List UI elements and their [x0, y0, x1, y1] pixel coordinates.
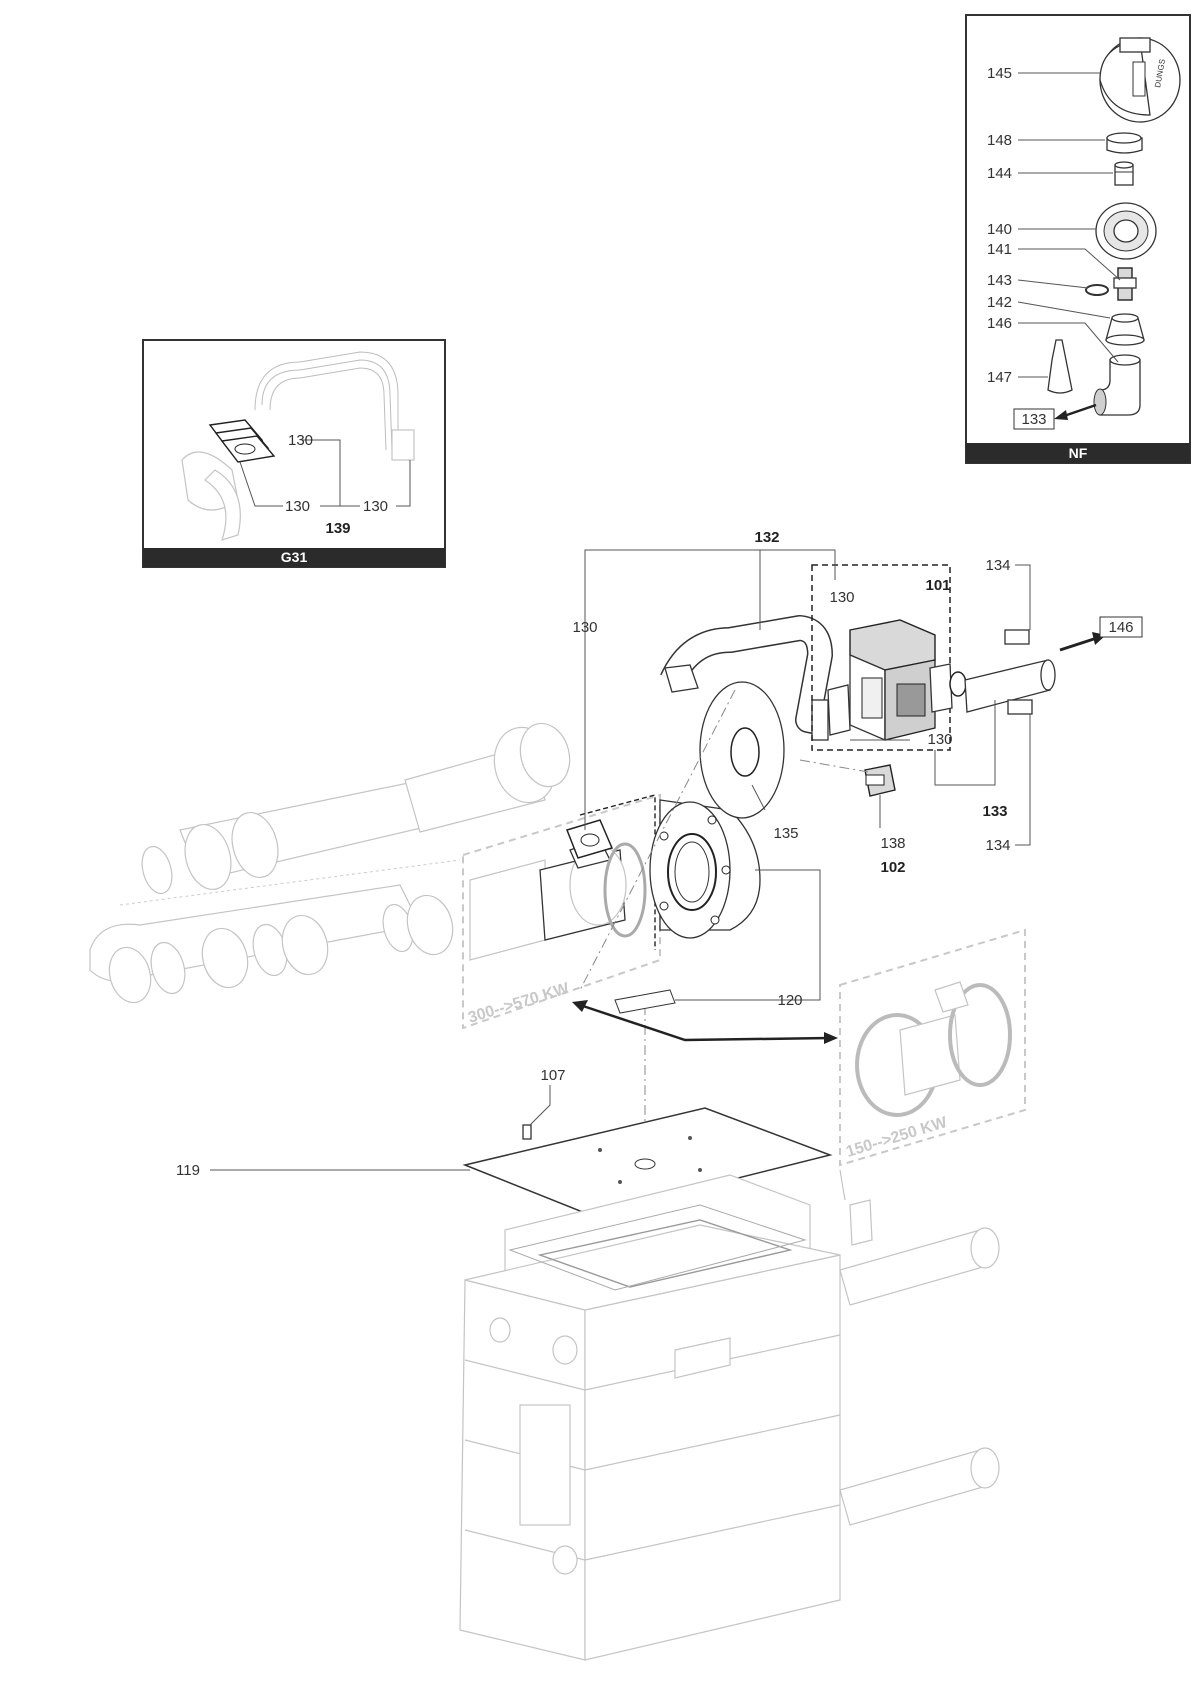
callout-140: 140: [987, 221, 1012, 238]
callout-132: 132: [754, 529, 779, 546]
range-label-small: 150-->250 KW: [844, 1114, 950, 1161]
range-box-small: 150-->250 KW: [839, 928, 1026, 1167]
ref-box-146: [1099, 616, 1143, 638]
inset-g31: G31 130 130 130 139: [142, 339, 446, 568]
faint-accessory-pipes: [89, 722, 571, 1004]
gasket-120-icon: [614, 989, 676, 1014]
callout-102: 102: [880, 859, 905, 876]
filter-140-icon: [1095, 202, 1157, 260]
callout-130-top: 130: [829, 589, 854, 606]
inset-nf-title: NF: [1069, 445, 1088, 461]
callout-133: 133: [982, 803, 1007, 820]
callout-119: 119: [176, 1162, 200, 1179]
range-box-large: 300-->570 KW: [462, 793, 661, 1030]
callout-147: 147: [987, 369, 1012, 386]
flange-plate-135: [699, 681, 785, 819]
inset-nf: NF DUNGS 145 148 144: [965, 14, 1191, 464]
gas-inlet-pipe-133: [964, 629, 1056, 715]
callout-145: 145: [987, 65, 1012, 82]
callout-134-top: 134: [985, 557, 1010, 574]
range-label-large: 300-->570 KW: [466, 980, 572, 1027]
callout-144: 144: [987, 165, 1012, 182]
callout-148: 148: [987, 132, 1012, 149]
grease-tube-147-icon: [1047, 339, 1073, 394]
fitting-141-icon: [1113, 267, 1137, 301]
range-swap-arrow: [572, 1000, 838, 1044]
callout-135: 135: [773, 825, 798, 842]
callout-134-bottom: 134: [985, 837, 1010, 854]
callout-130-left: 130: [572, 619, 597, 636]
bracket-134-top-icon: [1004, 629, 1030, 645]
callout-143: 143: [987, 272, 1012, 289]
gas-pipe-132: [660, 615, 833, 741]
callout-146: 146: [987, 315, 1012, 332]
cover-plate-119: [462, 1107, 833, 1216]
ref-box-146-label: 146: [1108, 619, 1133, 636]
g31-gaskets-icon: [208, 419, 276, 463]
bracket-134-bottom-icon: [1007, 699, 1033, 715]
callout-138: 138: [880, 835, 905, 852]
main-leaders: [210, 549, 1031, 1171]
callout-142: 142: [987, 294, 1012, 311]
g31-callout-130c: 130: [363, 498, 388, 515]
g31-callout-130a: 130: [288, 432, 313, 449]
g31-group-label-139: 139: [325, 520, 350, 537]
callout-107: 107: [540, 1067, 565, 1084]
washer-143-icon: [1085, 284, 1109, 296]
assembly-axis-lines: [579, 689, 869, 1170]
callout-101: 101: [925, 577, 950, 594]
reducer-142-icon: [1105, 313, 1145, 346]
nipple-144-icon: [1114, 161, 1134, 186]
boiler-body: [459, 1169, 1000, 1661]
g31-callout-130b: 130: [285, 498, 310, 515]
cap-148-icon: [1106, 132, 1143, 154]
callout-120: 120: [777, 992, 802, 1009]
elbow-146-icon: [1093, 354, 1141, 416]
ref-box-133-label: 133: [1021, 411, 1046, 428]
fitting-107-icon: [522, 1124, 532, 1140]
throat-gasket-icon: [566, 819, 614, 859]
callout-141: 141: [987, 241, 1012, 258]
blower-102: [603, 799, 761, 939]
callout-130-valve: 130: [927, 731, 952, 748]
regulator-145-icon: DUNGS: [1099, 37, 1181, 123]
pressure-switch-138: [864, 764, 896, 797]
inset-g31-title: G31: [281, 549, 308, 565]
gas-valve-101: [811, 564, 967, 751]
